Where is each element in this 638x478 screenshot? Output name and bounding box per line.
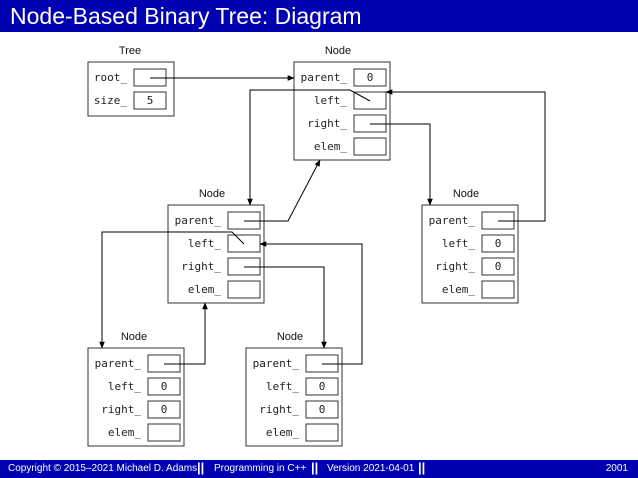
- ll-node-elem-label: elem_: [108, 426, 141, 439]
- ll-node-box: [87, 347, 185, 447]
- right-parent-pointer-arrow: [385, 89, 546, 222]
- ll-node-right-field: [147, 400, 181, 419]
- footer-page-number: 2001: [605, 463, 628, 474]
- footer-separator: ||: [311, 460, 319, 475]
- lr-node-caption: Node: [277, 331, 303, 343]
- right-node-right-field: [481, 257, 515, 276]
- slide-footer: Copyright © 2015–2021 Michael D. Adams |…: [0, 460, 638, 478]
- root-node-parent-field: [353, 68, 387, 87]
- left-left-pointer-arrow: [99, 231, 245, 349]
- lr-node-box: [245, 347, 343, 447]
- left-right-pointer-arrow: [244, 266, 327, 349]
- right-node-left-field: [481, 234, 515, 253]
- root-node-parent-label: parent_: [301, 71, 348, 84]
- lr-node-left-value: 0: [319, 380, 326, 393]
- tree-size-field: [133, 91, 167, 110]
- tree-size-label: size_: [94, 94, 127, 107]
- root-right-pointer-arrow: [370, 123, 433, 206]
- lr-node-parent-label: parent_: [253, 357, 300, 370]
- lr-node-elem-label: elem_: [266, 426, 299, 439]
- slide-title: Node-Based Binary Tree: Diagram: [10, 3, 362, 29]
- footer-separator: ||: [197, 460, 205, 475]
- tree-root-label: root_: [94, 71, 127, 84]
- left-node-caption: Node: [199, 188, 225, 200]
- root-left-pointer-arrow: [247, 89, 371, 206]
- tree-size-value: 5: [147, 94, 154, 107]
- left-node-parent-label: parent_: [175, 214, 222, 227]
- slide-header: Node-Based Binary Tree: Diagram: [0, 0, 638, 32]
- right-node-elem-field: [481, 280, 515, 299]
- right-node-parent-label: parent_: [429, 214, 476, 227]
- right-node-caption: Node: [453, 188, 479, 200]
- root-node-left-label: left_: [314, 94, 347, 107]
- footer-version: Version 2021-04-01: [327, 463, 415, 474]
- ll-node-left-label: left_: [108, 380, 141, 393]
- footer-separator: ||: [418, 460, 426, 475]
- ll-node-left-field: [147, 377, 181, 396]
- right-node-right-label: right_: [435, 260, 475, 273]
- footer-copyright: Copyright © 2015–2021 Michael D. Adams: [8, 463, 198, 474]
- lr-node-elem-field: [305, 423, 339, 442]
- lr-node-right-field: [305, 400, 339, 419]
- left-node-elem-label: elem_: [188, 283, 221, 296]
- right-node-elem-label: elem_: [442, 283, 475, 296]
- ll-parent-pointer-arrow: [164, 302, 208, 365]
- root-node-parent-value: 0: [367, 71, 374, 84]
- ll-node-caption: Node: [121, 331, 147, 343]
- lr-node-left-label: left_: [266, 380, 299, 393]
- root-node-elem-label: elem_: [314, 140, 347, 153]
- ll-node-parent-label: parent_: [95, 357, 142, 370]
- left-parent-pointer-arrow: [244, 159, 321, 222]
- tree-box: [87, 61, 175, 117]
- root-node-elem-field: [353, 137, 387, 156]
- right-node-box: [421, 204, 519, 304]
- left-node-box: [167, 204, 265, 304]
- left-node-right-label: right_: [181, 260, 221, 273]
- left-node-elem-field: [227, 280, 261, 299]
- root-node-caption: Node: [325, 45, 351, 57]
- root-node-right-label: right_: [307, 117, 347, 130]
- lr-parent-pointer-arrow: [259, 241, 363, 365]
- ll-node-elem-field: [147, 423, 181, 442]
- ll-node-right-label: right_: [101, 403, 141, 416]
- right-node-right-value: 0: [495, 260, 502, 273]
- ll-node-left-value: 0: [161, 380, 168, 393]
- ll-node-right-value: 0: [161, 403, 168, 416]
- lr-node-left-field: [305, 377, 339, 396]
- right-node-left-value: 0: [495, 237, 502, 250]
- right-node-left-label: left_: [442, 237, 475, 250]
- lr-node-right-value: 0: [319, 403, 326, 416]
- left-node-left-label: left_: [188, 237, 221, 250]
- root-node-box: [293, 61, 391, 161]
- lr-node-right-label: right_: [259, 403, 299, 416]
- footer-course: Programming in C++: [214, 463, 307, 474]
- tree-caption: Tree: [119, 45, 141, 57]
